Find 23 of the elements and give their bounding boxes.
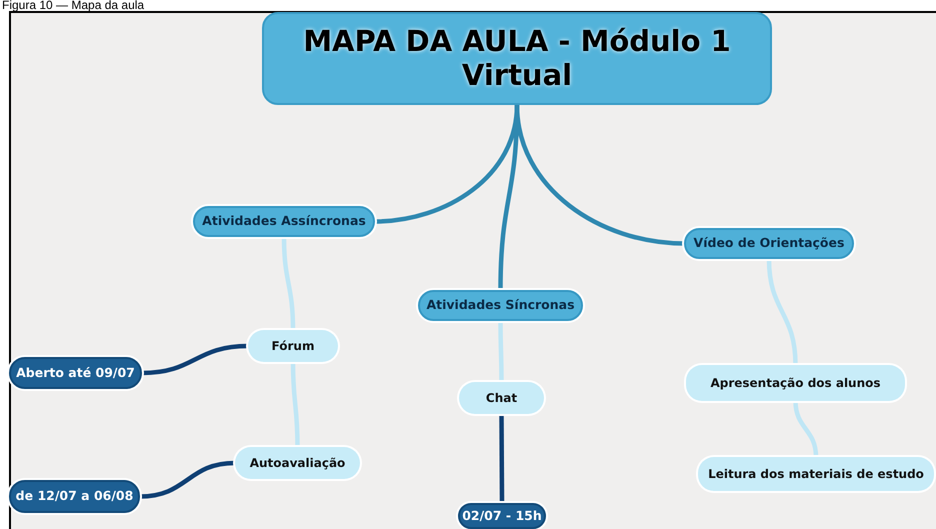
branch-line bbox=[140, 460, 236, 499]
central-topic-box: MAPA DA AULA - Módulo 1 Virtual bbox=[262, 12, 772, 105]
topic-box: Atividades Síncronas bbox=[418, 290, 583, 321]
branch-line bbox=[766, 258, 798, 366]
branch-line bbox=[290, 362, 300, 448]
subtopic-box: Leitura dos materiais de estudo bbox=[698, 457, 934, 491]
date-box: Aberto até 09/07 bbox=[9, 357, 142, 389]
date-box: de 12/07 a 06/08 bbox=[9, 480, 140, 513]
branch-line bbox=[499, 414, 504, 503]
subtopic-box: Apresentação dos alunos bbox=[686, 365, 905, 401]
subtopic-box: Autoavaliação bbox=[235, 447, 360, 479]
branch-line bbox=[142, 344, 248, 376]
subtopic-box: Chat bbox=[459, 382, 544, 414]
branch-line bbox=[793, 400, 818, 458]
figure-caption: Figura 10 — Mapa da aula bbox=[2, 0, 144, 12]
subtopic-box: Fórum bbox=[248, 330, 338, 362]
date-box: 02/07 - 15h bbox=[458, 503, 546, 529]
branch-line bbox=[498, 104, 520, 290]
branch-line bbox=[498, 321, 504, 382]
topic-box: Vídeo de Orientações bbox=[684, 228, 854, 259]
branch-line bbox=[514, 104, 684, 246]
topic-box: Atividades Assíncronas bbox=[193, 206, 375, 237]
branch-line bbox=[282, 236, 296, 330]
